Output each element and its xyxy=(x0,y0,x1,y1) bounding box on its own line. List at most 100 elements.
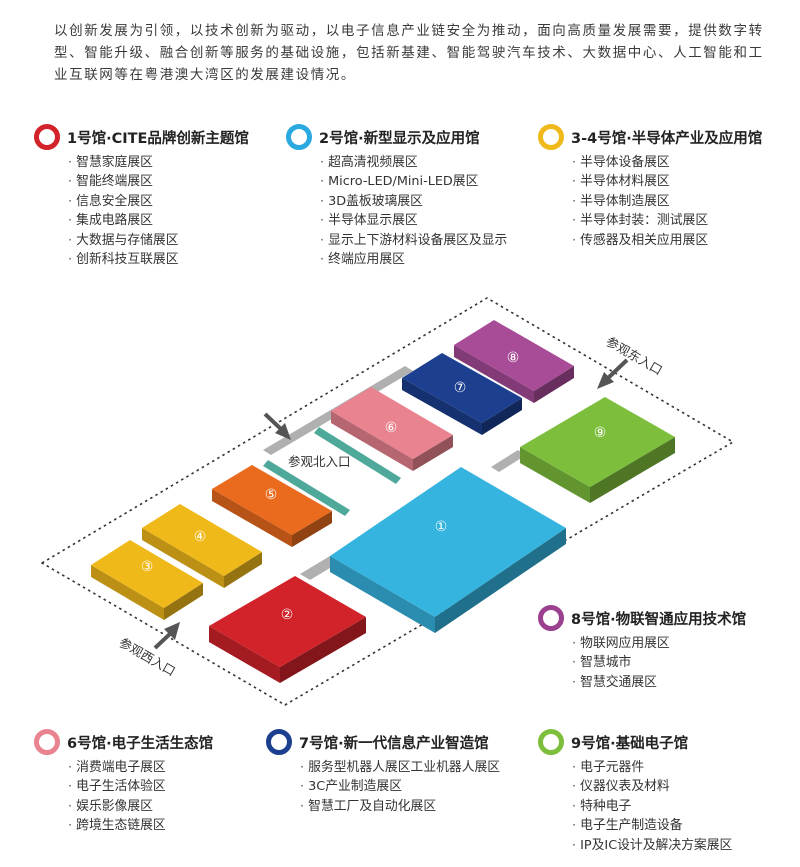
building-7[interactable]: ⑦ xyxy=(402,353,522,435)
zone-item: Micro-LED/Mini-LED展区 xyxy=(320,172,507,191)
hall-9-zone-list: 电子元器件仪器仪表及材料特种电子电子生产制造设备IP及IC设计及解决方案展区 xyxy=(572,758,732,855)
zone-item: 仪器仪表及材料 xyxy=(572,777,732,796)
building-4-left-face xyxy=(142,528,224,588)
hall-legend-6: 6号馆·电子生活生态馆 消费端电子展区电子生活体验区娱乐影像展区跨境生态链展区 xyxy=(34,729,213,836)
building-5-right-face xyxy=(292,511,332,547)
building-1[interactable]: ① xyxy=(330,467,566,633)
building-2-left-face xyxy=(209,626,280,683)
hall-legend-8: 8号馆·物联智通应用技术馆 物联网应用展区智慧城市智慧交通展区 xyxy=(538,605,746,692)
building-9-number: ⑨ xyxy=(594,425,607,441)
hall-6-zone-list: 消费端电子展区电子生活体验区娱乐影像展区跨境生态链展区 xyxy=(68,758,213,836)
hall-3-4-color-ring xyxy=(538,124,564,150)
zone-item: 半导体材料展区 xyxy=(572,172,762,191)
intro-paragraph: 以创新发展为引领，以技术创新为驱动，以电子信息产业链安全为推动，面向高质量发展需… xyxy=(54,23,764,83)
hall-1-color-ring xyxy=(34,124,60,150)
zone-item: 电子生活体验区 xyxy=(68,777,213,796)
east-entrance-arrow-icon xyxy=(605,358,629,381)
zone-item: 智慧交通展区 xyxy=(572,673,746,692)
building-5-left-face xyxy=(212,489,292,547)
zone-item: 智慧家庭展区 xyxy=(68,153,249,172)
building-3-number: ③ xyxy=(141,559,154,575)
building-9-top-face xyxy=(520,397,675,487)
zone-item: 智慧城市 xyxy=(572,653,746,672)
building-6-number: ⑥ xyxy=(385,420,398,436)
building-3-right-face xyxy=(164,583,203,620)
zone-item: 3D盖板玻璃展区 xyxy=(320,192,507,211)
building-5-top-face xyxy=(212,465,332,535)
north-entrance-arrow-icon xyxy=(263,412,284,432)
building-8-left-face xyxy=(454,345,534,403)
hall-1-zone-list: 智慧家庭展区智能终端展区信息安全展区集成电路展区大数据与存储展区创新科技互联展区 xyxy=(68,153,249,269)
building-1-left-face xyxy=(330,556,435,633)
hall-6-title: 6号馆·电子生活生态馆 xyxy=(67,735,214,752)
hall-legend-9: 9号馆·基础电子馆 电子元器件仪器仪表及材料特种电子电子生产制造设备IP及IC设… xyxy=(538,729,732,855)
zone-item: 物联网应用展区 xyxy=(572,634,746,653)
hall-7-title: 7号馆·新一代信息产业智造馆 xyxy=(299,735,489,752)
zone-item: 消费端电子展区 xyxy=(68,758,213,777)
west-entrance-arrowhead-icon xyxy=(164,622,180,640)
zone-item: 跨境生态链展区 xyxy=(68,816,213,835)
zone-item: 特种电子 xyxy=(572,797,732,816)
hall-legend-7: 7号馆·新一代信息产业智造馆 服务型机器人展区工业机器人展区3C产业制造展区智慧… xyxy=(266,729,500,816)
zone-item: 集成电路展区 xyxy=(68,211,249,230)
zone-item: 电子元器件 xyxy=(572,758,732,777)
hall-8-zone-list: 物联网应用展区智慧城市智慧交通展区 xyxy=(572,634,746,692)
building-2-right-face xyxy=(280,617,366,683)
building-5[interactable]: ⑤ xyxy=(212,465,332,547)
building-1-number: ① xyxy=(435,519,448,535)
building-2-top-face xyxy=(209,576,366,667)
zone-item: 半导体封装：测试展区 xyxy=(572,211,762,230)
building-1-right-face xyxy=(435,528,566,633)
building-3[interactable]: ③ xyxy=(91,540,203,620)
building-2[interactable]: ② xyxy=(209,576,366,683)
hall-7-zone-list: 服务型机器人展区工业机器人展区3C产业制造展区智慧工厂及自动化展区 xyxy=(300,758,500,816)
east-entrance-arrowhead-icon xyxy=(597,372,614,389)
zone-item: 创新科技互联展区 xyxy=(68,250,249,269)
zone-item: 智能终端展区 xyxy=(68,172,249,191)
hall-9-title: 9号馆·基础电子馆 xyxy=(571,735,689,752)
zone-item: 显示上下游材料设备展区及显示 xyxy=(320,231,507,250)
north-entrance-label: 参观北入口 xyxy=(288,454,351,469)
hall-3-4-title: 3-4号馆·半导体产业及应用馆 xyxy=(571,130,763,147)
building-5-number: ⑤ xyxy=(265,487,278,503)
building-7-number: ⑦ xyxy=(454,380,467,396)
building-4-top-face xyxy=(142,504,262,576)
building-3-top-face xyxy=(91,540,203,608)
building-6[interactable]: ⑥ xyxy=(331,387,453,471)
building-8-right-face xyxy=(534,366,574,403)
zone-item: 信息安全展区 xyxy=(68,192,249,211)
building-9-left-face xyxy=(520,447,590,503)
zone-item: 半导体设备展区 xyxy=(572,153,762,172)
zone-item: 终端应用展区 xyxy=(320,250,507,269)
building-9[interactable]: ⑨ xyxy=(520,397,675,503)
building-8-top-face xyxy=(454,320,574,391)
hall-2-zone-list: 超高清视频展区Micro-LED/Mini-LED展区3D盖板玻璃展区半导体显示… xyxy=(320,153,507,269)
hall-7-color-ring xyxy=(266,729,292,755)
zone-item: 娱乐影像展区 xyxy=(68,797,213,816)
hall-1-title: 1号馆·CITE品牌创新主题馆 xyxy=(67,130,249,147)
entrance-west[interactable]: 参观西入口 xyxy=(117,622,181,679)
building-8-number: ⑧ xyxy=(507,350,520,366)
zone-item: 传感器及相关应用展区 xyxy=(572,231,762,250)
building-8[interactable]: ⑧ xyxy=(454,320,574,403)
building-7-right-face xyxy=(482,398,522,435)
entrance-east[interactable]: 参观东入口 xyxy=(597,334,665,389)
hall-8-color-ring xyxy=(538,605,564,631)
building-4-number: ④ xyxy=(194,529,207,545)
hall-2-title: 2号馆·新型显示及应用馆 xyxy=(319,130,480,147)
building-4[interactable]: ④ xyxy=(142,504,262,588)
hall-2-color-ring xyxy=(286,124,312,150)
hall-legend-1: 1号馆·CITE品牌创新主题馆 智慧家庭展区智能终端展区信息安全展区集成电路展区… xyxy=(34,124,249,269)
zone-item: 半导体制造展区 xyxy=(572,192,762,211)
building-6-top-face xyxy=(331,387,453,459)
hall-legend-2: 2号馆·新型显示及应用馆 超高清视频展区Micro-LED/Mini-LED展区… xyxy=(286,124,507,269)
hall-legend-3-4: 3-4号馆·半导体产业及应用馆 半导体设备展区半导体材料展区半导体制造展区半导体… xyxy=(538,124,762,250)
building-7-left-face xyxy=(402,378,482,435)
building-2-number: ② xyxy=(281,607,294,623)
hall-8-title: 8号馆·物联智通应用技术馆 xyxy=(571,611,747,628)
hall-9-color-ring xyxy=(538,729,564,755)
zone-item: 3C产业制造展区 xyxy=(300,777,500,796)
building-6-right-face xyxy=(413,435,453,471)
building-9-right-face xyxy=(590,437,675,503)
zone-item: 电子生产制造设备 xyxy=(572,816,732,835)
